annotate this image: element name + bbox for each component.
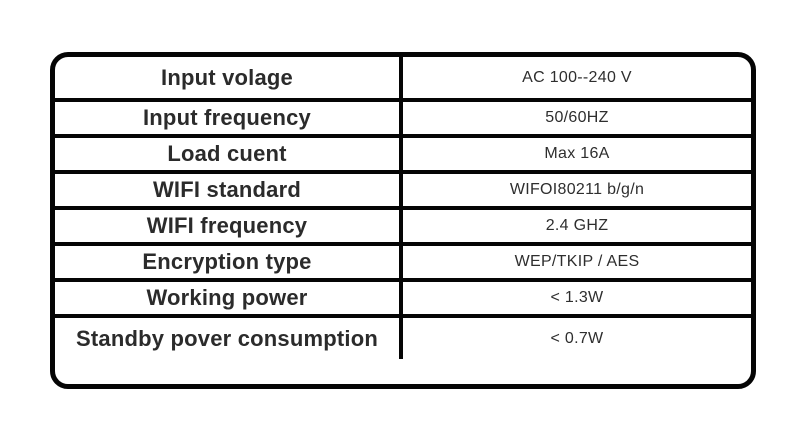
spec-label-cell: Standby pover consumption bbox=[55, 318, 403, 359]
spec-value-cell: WIFOI80211 b/g/n bbox=[509, 181, 645, 198]
table-row: WIFI standard WIFOI80211 b/g/n bbox=[55, 174, 751, 210]
spec-label-cell: Input frequency bbox=[55, 102, 403, 134]
spec-value-cell: 2.4 GHZ bbox=[545, 217, 609, 234]
table-row: WIFI frequency 2.4 GHZ bbox=[55, 210, 751, 246]
table-row: Input volage AC 100--240 V bbox=[55, 57, 751, 102]
table-row: Encryption type WEP/TKIP / AES bbox=[55, 246, 751, 282]
spec-value-cell: Max 16A bbox=[544, 145, 610, 162]
table-row: Load cuent Max 16A bbox=[55, 138, 751, 174]
specification-table: Input volage AC 100--240 V Input frequen… bbox=[50, 52, 756, 389]
spec-value-cell: AC 100--240 V bbox=[522, 68, 632, 86]
spec-value-cell: < 1.3W bbox=[550, 289, 604, 306]
spec-label-cell: Input volage bbox=[55, 57, 403, 98]
spec-value-cell: 50/60HZ bbox=[545, 109, 609, 126]
spec-value-cell: < 0.7W bbox=[550, 329, 604, 347]
spec-label-cell: WIFI standard bbox=[55, 174, 403, 206]
spec-label-cell: Working power bbox=[55, 282, 403, 314]
table-row: Working power < 1.3W bbox=[55, 282, 751, 318]
spec-label-cell: Encryption type bbox=[55, 246, 403, 278]
table-row: Standby pover consumption < 0.7W bbox=[55, 318, 751, 359]
spec-label-cell: Load cuent bbox=[55, 138, 403, 170]
table-row: Input frequency 50/60HZ bbox=[55, 102, 751, 138]
spec-value-cell: WEP/TKIP / AES bbox=[514, 253, 640, 270]
spec-label-cell: WIFI frequency bbox=[55, 210, 403, 242]
